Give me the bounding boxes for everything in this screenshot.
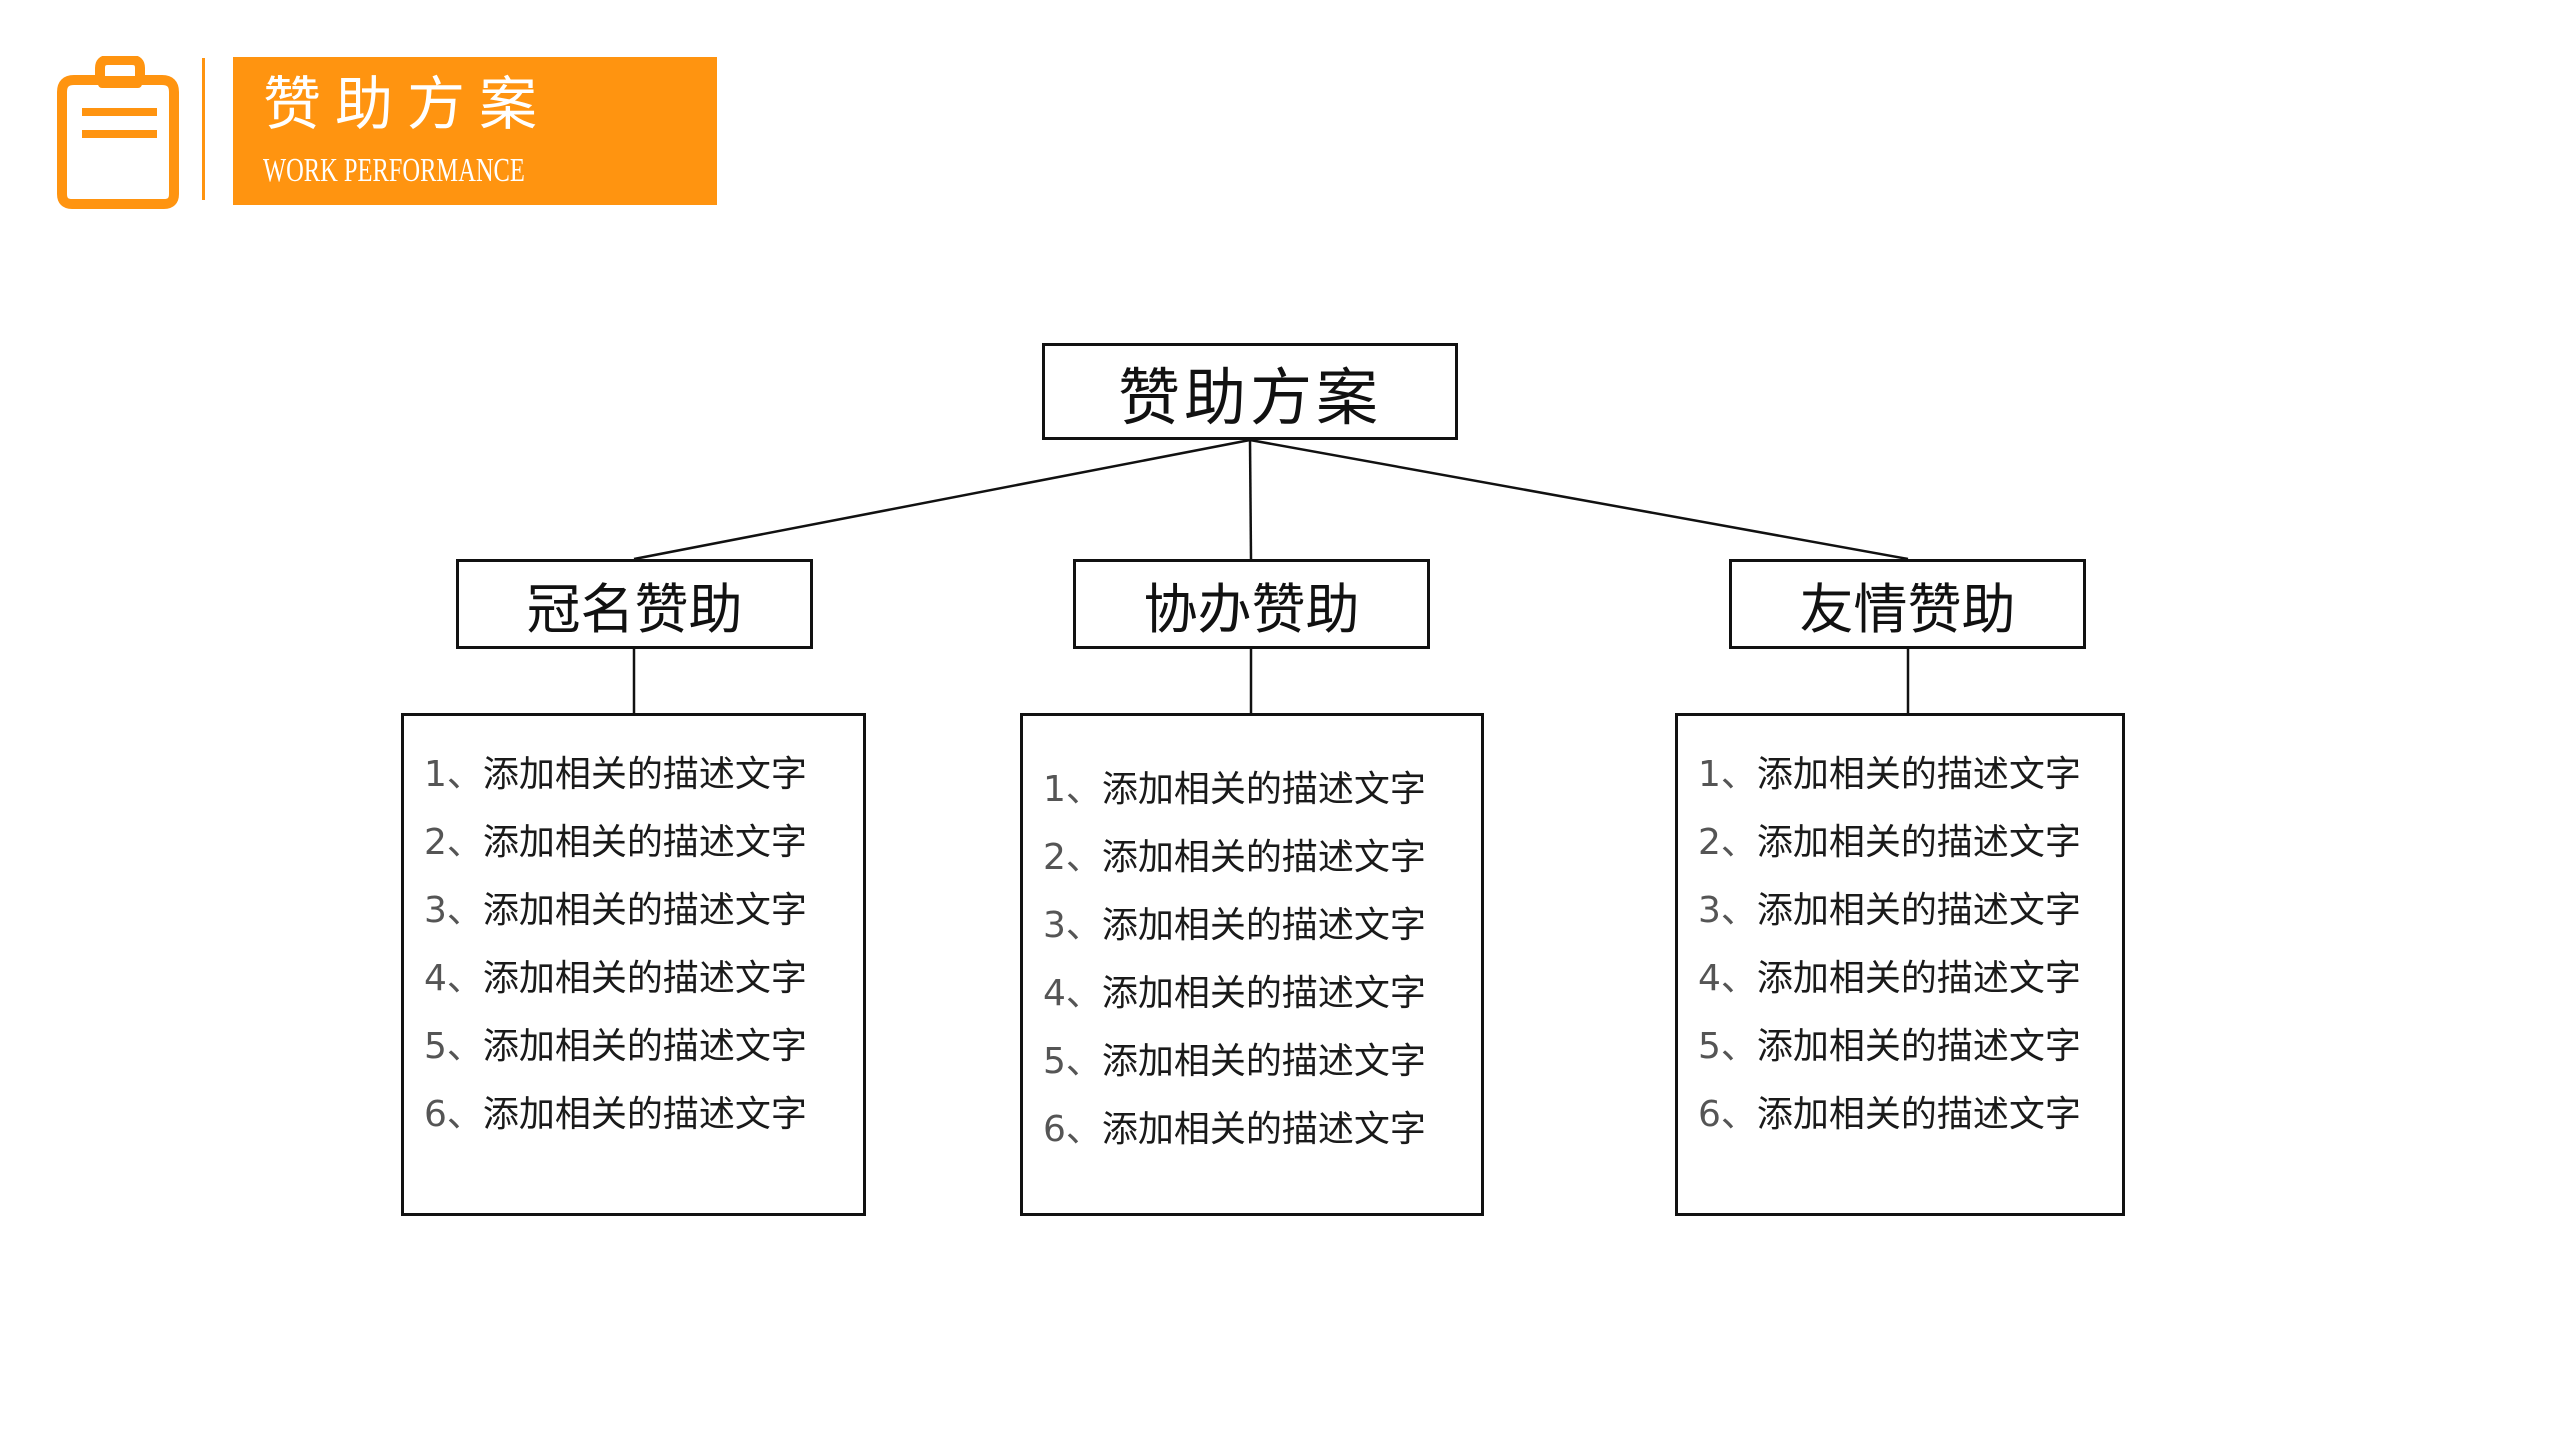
description-list: 1、添加相关的描述文字 2、添加相关的描述文字 3、添加相关的描述文字 4、添加… <box>1043 756 1426 1164</box>
item-number: 3、 <box>1698 890 1757 931</box>
list-item: 6、添加相关的描述文字 <box>424 1081 807 1149</box>
branch-node-co-sponsor: 协办赞助 <box>1073 559 1430 649</box>
item-number: 2、 <box>424 822 483 863</box>
list-item: 3、添加相关的描述文字 <box>1043 892 1426 960</box>
list-item: 2、添加相关的描述文字 <box>1698 809 2081 877</box>
branch-node-label: 协办赞助 <box>1143 577 1360 641</box>
item-text: 添加相关的描述文字 <box>482 1026 807 1067</box>
item-number: 1、 <box>1698 754 1757 795</box>
item-text: 添加相关的描述文字 <box>1756 822 2081 863</box>
list-item: 6、添加相关的描述文字 <box>1043 1096 1426 1164</box>
title-block: 赞助方案 WORK PERFORMANCE <box>233 57 717 205</box>
list-item: 5、添加相关的描述文字 <box>424 1013 807 1081</box>
page-subtitle: WORK PERFORMANCE <box>263 152 525 189</box>
page-title: 赞助方案 <box>263 70 552 138</box>
list-item: 1、添加相关的描述文字 <box>1043 756 1426 824</box>
item-number: 6、 <box>1698 1094 1757 1135</box>
description-box-co-sponsor: 1、添加相关的描述文字 2、添加相关的描述文字 3、添加相关的描述文字 4、添加… <box>1020 713 1484 1216</box>
item-number: 2、 <box>1043 837 1102 878</box>
item-number: 2、 <box>1698 822 1757 863</box>
branch-node-label: 冠名赞助 <box>526 577 743 641</box>
item-number: 5、 <box>1043 1041 1102 1082</box>
item-number: 3、 <box>1043 905 1102 946</box>
item-text: 添加相关的描述文字 <box>482 822 807 863</box>
list-item: 2、添加相关的描述文字 <box>424 809 807 877</box>
list-item: 5、添加相关的描述文字 <box>1698 1013 2081 1081</box>
list-item: 1、添加相关的描述文字 <box>1698 741 2081 809</box>
item-number: 4、 <box>1043 973 1102 1014</box>
item-text: 添加相关的描述文字 <box>1756 958 2081 999</box>
item-number: 4、 <box>424 958 483 999</box>
item-text: 添加相关的描述文字 <box>1101 905 1426 946</box>
clipboard-icon <box>56 55 186 210</box>
item-text: 添加相关的描述文字 <box>482 890 807 931</box>
item-text: 添加相关的描述文字 <box>1756 890 2081 931</box>
root-node: 赞助方案 <box>1042 343 1458 440</box>
item-text: 添加相关的描述文字 <box>1101 973 1426 1014</box>
description-list: 1、添加相关的描述文字 2、添加相关的描述文字 3、添加相关的描述文字 4、添加… <box>1698 741 2081 1149</box>
item-text: 添加相关的描述文字 <box>1101 769 1426 810</box>
item-text: 添加相关的描述文字 <box>482 958 807 999</box>
description-list: 1、添加相关的描述文字 2、添加相关的描述文字 3、添加相关的描述文字 4、添加… <box>424 741 807 1149</box>
root-node-label: 赞助方案 <box>1117 360 1382 434</box>
item-number: 6、 <box>424 1094 483 1135</box>
item-text: 添加相关的描述文字 <box>1756 754 2081 795</box>
list-item: 3、添加相关的描述文字 <box>1698 877 2081 945</box>
item-text: 添加相关的描述文字 <box>482 754 807 795</box>
item-text: 添加相关的描述文字 <box>1101 837 1426 878</box>
item-text: 添加相关的描述文字 <box>482 1094 807 1135</box>
list-item: 4、添加相关的描述文字 <box>1043 960 1426 1028</box>
item-text: 添加相关的描述文字 <box>1101 1041 1426 1082</box>
list-item: 3、添加相关的描述文字 <box>424 877 807 945</box>
branch-node-friendship-sponsor: 友情赞助 <box>1729 559 2086 649</box>
list-item: 1、添加相关的描述文字 <box>424 741 807 809</box>
item-number: 1、 <box>424 754 483 795</box>
item-number: 3、 <box>424 890 483 931</box>
item-number: 4、 <box>1698 958 1757 999</box>
item-number: 6、 <box>1043 1109 1102 1150</box>
list-item: 6、添加相关的描述文字 <box>1698 1081 2081 1149</box>
list-item: 4、添加相关的描述文字 <box>424 945 807 1013</box>
header-divider <box>202 58 205 200</box>
list-item: 4、添加相关的描述文字 <box>1698 945 2081 1013</box>
description-box-naming-sponsor: 1、添加相关的描述文字 2、添加相关的描述文字 3、添加相关的描述文字 4、添加… <box>401 713 866 1216</box>
list-item: 2、添加相关的描述文字 <box>1043 824 1426 892</box>
item-text: 添加相关的描述文字 <box>1756 1094 2081 1135</box>
branch-node-naming-sponsor: 冠名赞助 <box>456 559 813 649</box>
description-box-friendship-sponsor: 1、添加相关的描述文字 2、添加相关的描述文字 3、添加相关的描述文字 4、添加… <box>1675 713 2125 1216</box>
item-number: 5、 <box>1698 1026 1757 1067</box>
item-text: 添加相关的描述文字 <box>1756 1026 2081 1067</box>
branch-node-label: 友情赞助 <box>1799 577 2016 641</box>
item-text: 添加相关的描述文字 <box>1101 1109 1426 1150</box>
item-number: 5、 <box>424 1026 483 1067</box>
item-number: 1、 <box>1043 769 1102 810</box>
list-item: 5、添加相关的描述文字 <box>1043 1028 1426 1096</box>
